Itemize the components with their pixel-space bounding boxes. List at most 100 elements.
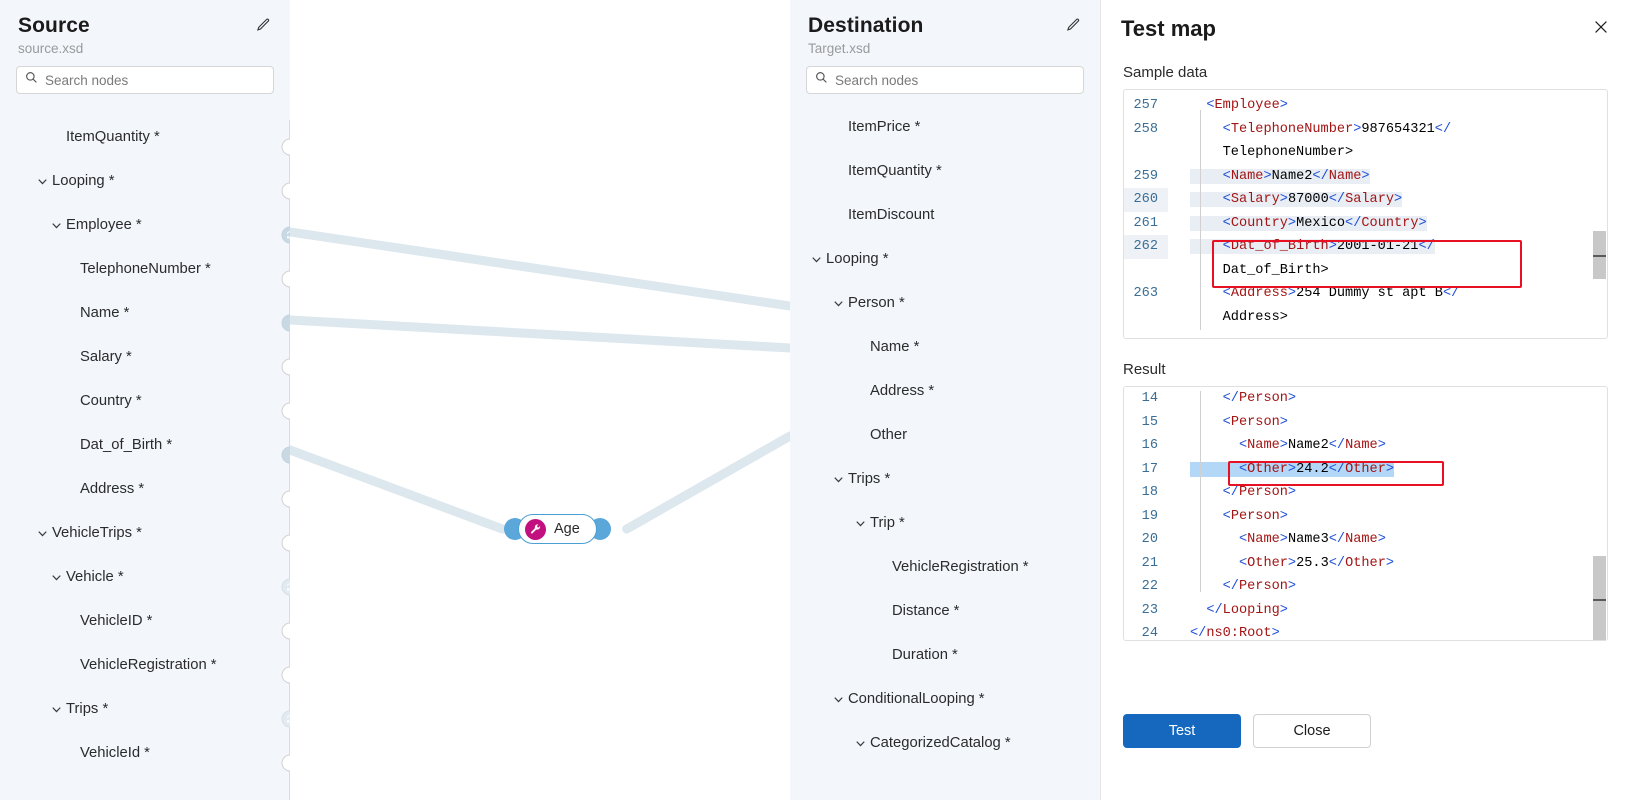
tree-node-trips[interactable]: Trips * [0, 687, 290, 731]
sample-data-code-block[interactable]: 257 <Employee>258 <TelephoneNumber>98765… [1123, 89, 1608, 339]
chevron-down-icon[interactable] [49, 570, 64, 585]
tree-node-label: VehicleTrips * [52, 525, 142, 541]
tree-node-duration[interactable]: Duration * [790, 633, 1100, 677]
line-number: 22 [1141, 579, 1158, 594]
code-text: TelephoneNumber> [1190, 145, 1354, 160]
code-line: 259 <Name>Name2</Name> [1124, 165, 1607, 189]
code-text: Address> [1190, 309, 1288, 325]
tree-node-address[interactable]: Address * [790, 369, 1100, 413]
line-number: 24 [1141, 626, 1158, 641]
result-scrollbar-thumb[interactable] [1593, 556, 1606, 640]
code-text: <Name>Name2</Name> [1238, 438, 1386, 453]
tree-node-name[interactable]: Name * [0, 291, 290, 335]
chevron-down-icon[interactable] [831, 692, 846, 707]
tree-node-label: Looping * [52, 173, 115, 189]
mapping-canvas[interactable]: Age [290, 0, 790, 800]
tree-node-label: ItemQuantity * [66, 129, 160, 145]
tree-node-itemdiscount[interactable]: ItemDiscount [790, 193, 1100, 237]
tree-node-country[interactable]: Country * [0, 379, 290, 423]
tree-node-conditionallooping[interactable]: ConditionalLooping * [790, 677, 1100, 721]
tree-node-label: ItemPrice * [848, 119, 921, 135]
tree-node-other[interactable]: Other [790, 413, 1100, 457]
test-map-title: Test map [1121, 16, 1216, 41]
test-map-actions: Test Close [1123, 714, 1371, 748]
chevron-down-icon[interactable] [853, 736, 868, 751]
tree-node-looping[interactable]: Looping * [790, 237, 1100, 281]
tree-node-salary[interactable]: Salary * [0, 335, 290, 379]
chevron-down-icon[interactable] [49, 702, 64, 717]
tree-node-vehicleregistration[interactable]: VehicleRegistration * [790, 545, 1100, 589]
result-code-block[interactable]: 14 </Person>15 <Person>16 <Name>Name2</N… [1123, 386, 1608, 641]
tree-node-vehicleid[interactable]: VehicleID * [0, 599, 290, 643]
tree-node-itemquantity[interactable]: ItemQuantity * [0, 115, 290, 159]
code-text: <Name>Name2</Name> [1190, 165, 1370, 189]
destination-search-box[interactable] [806, 66, 1084, 94]
tree-node-itemquantity[interactable]: ItemQuantity * [790, 149, 1100, 193]
tree-node-vehicleregistration[interactable]: VehicleRegistration * [0, 643, 290, 687]
tree-node-label: VehicleRegistration * [892, 559, 1029, 575]
code-line: 19 <Person> [1124, 505, 1607, 529]
tree-node-label: ItemQuantity * [848, 163, 942, 179]
destination-title: Destination [808, 14, 924, 37]
tree-node-trips[interactable]: Trips * [790, 457, 1100, 501]
sample-scrollbar[interactable] [1593, 91, 1606, 337]
chevron-down-icon[interactable] [35, 526, 50, 541]
close-button[interactable]: Close [1253, 714, 1371, 748]
wrench-icon [525, 518, 546, 540]
source-edit-pencil-icon[interactable] [252, 14, 274, 36]
chevron-down-icon[interactable] [809, 252, 824, 267]
tree-node-label: Salary * [80, 349, 132, 365]
destination-edit-pencil-icon[interactable] [1062, 14, 1084, 36]
line-number: 15 [1141, 414, 1158, 430]
code-text: <Name>Name3</Name> [1238, 532, 1386, 547]
source-search-box[interactable] [16, 66, 274, 94]
tree-node-name[interactable]: Name * [790, 325, 1100, 369]
result-scrollbar[interactable] [1593, 388, 1606, 640]
chevron-down-icon[interactable] [49, 218, 64, 233]
tree-node-vehicleid[interactable]: VehicleId * [0, 731, 290, 775]
indent-guide [1200, 110, 1201, 330]
chevron-down-icon[interactable] [35, 174, 50, 189]
code-line: 261 <Country>Mexico</Country> [1124, 212, 1607, 236]
close-icon[interactable] [1588, 14, 1614, 40]
sample-scrollbar-thumb[interactable] [1593, 231, 1606, 279]
source-search-input[interactable] [45, 72, 265, 88]
code-line: 21 <Other>25.3</Other> [1124, 552, 1607, 576]
code-text: <Other>25.3</Other> [1238, 555, 1395, 571]
code-text: <Employee> [1206, 98, 1288, 113]
tree-node-vehicle[interactable]: Vehicle * [0, 555, 290, 599]
tree-node-telephonenumber[interactable]: TelephoneNumber * [0, 247, 290, 291]
line-number: 261 [1133, 215, 1158, 231]
code-line: 20 <Name>Name3</Name> [1124, 528, 1607, 552]
tree-node-employee[interactable]: Employee * [0, 203, 290, 247]
line-number: 257 [1133, 98, 1158, 113]
code-text: <Person> [1222, 508, 1288, 524]
tree-node-label: Distance * [892, 603, 960, 619]
tree-node-address[interactable]: Address * [0, 467, 290, 511]
chevron-down-icon[interactable] [831, 296, 846, 311]
tree-node-itemprice[interactable]: ItemPrice * [790, 105, 1100, 149]
code-line: TelephoneNumber> [1124, 141, 1607, 165]
chevron-down-icon[interactable] [831, 472, 846, 487]
destination-search-input[interactable] [835, 72, 1075, 88]
test-button[interactable]: Test [1123, 714, 1241, 748]
tree-node-categorizedcatalog[interactable]: CategorizedCatalog * [790, 721, 1100, 765]
code-line: 18 </Person> [1124, 481, 1607, 505]
function-node-label: Age [554, 521, 580, 537]
tree-node-label: Person * [848, 295, 905, 311]
destination-filename: Target.xsd [808, 41, 871, 56]
tree-node-trip[interactable]: Trip * [790, 501, 1100, 545]
source-schema-panel: Source source.xsd ItemQuantity *Looping … [0, 0, 299, 800]
code-line: 22 </Person> [1124, 575, 1607, 599]
chevron-down-icon[interactable] [853, 516, 868, 531]
code-text: <Country>Mexico</Country> [1190, 212, 1427, 236]
function-node-age[interactable]: Age [518, 514, 597, 544]
tree-node-dat-of-birth[interactable]: Dat_of_Birth * [0, 423, 290, 467]
tree-node-looping[interactable]: Looping * [0, 159, 290, 203]
tree-node-distance[interactable]: Distance * [790, 589, 1100, 633]
code-line: Dat_of_Birth> [1124, 259, 1607, 283]
tree-node-person[interactable]: Person * [790, 281, 1100, 325]
tree-node-label: TelephoneNumber * [80, 261, 211, 277]
tree-node-vehicletrips[interactable]: VehicleTrips * [0, 511, 290, 555]
search-icon [815, 71, 828, 89]
